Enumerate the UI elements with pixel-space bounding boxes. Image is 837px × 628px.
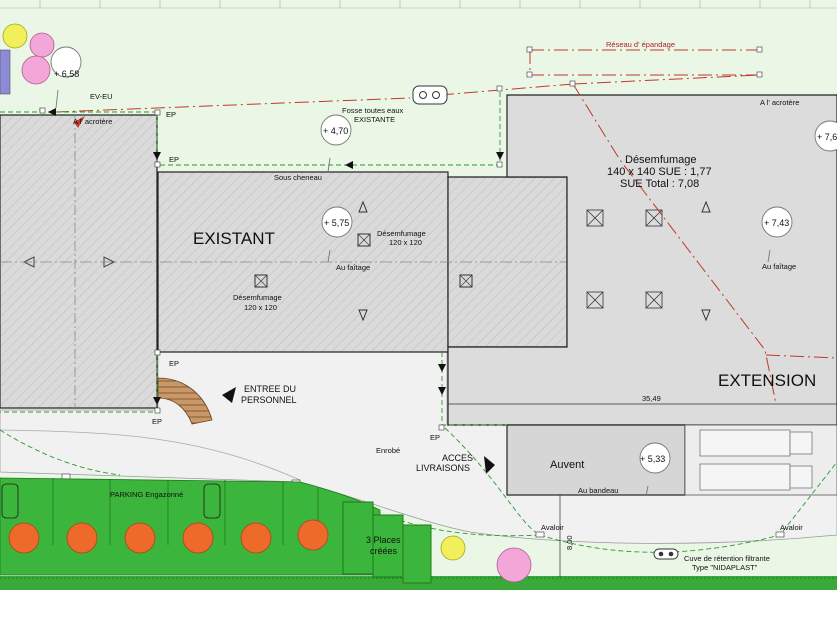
top-border-grid xyxy=(0,0,837,9)
ep-label: EP xyxy=(169,155,179,164)
smoke-vent-label: Désemfumage xyxy=(377,229,426,238)
awning-edge-label: Au bandeau xyxy=(578,486,618,495)
acrotere-label: A l' acrotère xyxy=(760,98,799,107)
trees xyxy=(8,519,329,554)
retention-tank-icon xyxy=(653,548,679,560)
smoke-vent-icon xyxy=(357,233,371,247)
awning-label: Auvent xyxy=(550,459,584,471)
shrubs xyxy=(2,23,532,583)
extension-smoke-vents xyxy=(586,209,663,309)
entrance-label: ENTREE DU xyxy=(244,384,296,394)
ep-label: EP xyxy=(166,110,176,119)
delivery-label: LIVRAISONS xyxy=(416,463,470,473)
spreading-network xyxy=(39,49,837,405)
tank-label: Cuve de rétention filtrante xyxy=(684,554,770,563)
elevation-label: + 5,75 xyxy=(324,218,349,228)
slope-arrow-up-icon xyxy=(701,200,711,213)
slope-arrow-down-icon xyxy=(358,309,368,322)
smoke-vent-icon xyxy=(254,274,268,288)
delivery-arrow-icon xyxy=(484,456,495,474)
elevation-label: + 7,43 xyxy=(764,218,789,228)
entrance-label: PERSONNEL xyxy=(241,395,297,405)
smoke-vent-label: Désemfumage xyxy=(233,293,282,302)
elevation-label: + 7,6 xyxy=(817,132,837,142)
truck-icon xyxy=(699,429,813,491)
smoke-vent-label: SUE Total : 7,08 xyxy=(620,178,699,190)
ep-label: EP xyxy=(430,433,440,442)
smoke-vent-label: 120 x 120 xyxy=(389,238,422,247)
septic-label: Fosse toutes eaux xyxy=(342,106,404,115)
new-places-label: créées xyxy=(370,546,398,556)
slope-arrow-down-icon xyxy=(701,309,711,322)
ep-label: EP xyxy=(152,417,162,426)
ridge-label: Au faîtage xyxy=(336,263,370,272)
paving-label: Enrobé xyxy=(376,446,400,455)
delivery-label: ACCES xyxy=(442,453,473,463)
extension-label: EXTENSION xyxy=(718,371,816,390)
brick-path xyxy=(157,377,213,425)
road-edge xyxy=(0,429,301,481)
dimension-label: 8,00 xyxy=(565,535,574,550)
tank-label: Type "NIDAPLAST" xyxy=(692,563,758,572)
slope-arrow-up-icon xyxy=(358,200,368,213)
new-places-label: 3 Places xyxy=(366,535,401,545)
smoke-vent-label: Désemfumage xyxy=(625,154,697,166)
septic-label: EXISTANTE xyxy=(354,115,395,124)
smoke-vent-label: 140 x 140 SUE : 1,77 xyxy=(607,166,712,178)
gutter-label: Sous cheneau xyxy=(274,173,322,182)
drain-label: Avaloir xyxy=(780,523,803,532)
smoke-vent-label: 120 x 120 xyxy=(244,303,277,312)
existing-label: EXISTANT xyxy=(193,229,275,248)
ep-nodes xyxy=(39,85,785,538)
elevation-label: + 4,70 xyxy=(323,126,348,136)
ep-label: EP xyxy=(169,359,179,368)
elevation-label: + 6,58 xyxy=(54,69,79,79)
network-arrow-icon xyxy=(74,116,85,128)
parking-label: PARKING Engazonné xyxy=(110,490,183,499)
acrotere-label: A l' acrotère xyxy=(73,117,112,126)
arrow-left-icon xyxy=(22,256,35,268)
blue-element xyxy=(0,49,11,95)
car-icon xyxy=(1,483,19,519)
elevation-markers xyxy=(50,46,837,497)
spreading-network-label: Réseau d' épandage xyxy=(606,40,675,49)
ridge-label: Au faîtage xyxy=(762,262,796,271)
elevation-label: + 5,33 xyxy=(640,454,665,464)
dimension-label: 35,49 xyxy=(642,394,661,403)
building-extension xyxy=(447,94,837,426)
car-icon xyxy=(203,483,221,519)
flow-arrows xyxy=(48,108,504,405)
drain-label: Avaloir xyxy=(541,523,564,532)
septic-tank-icon xyxy=(412,85,448,105)
entrance-arrow-icon xyxy=(222,387,236,403)
ev-eu-label: EV-EU xyxy=(90,92,113,101)
smoke-vent-icon xyxy=(459,274,473,288)
building-west xyxy=(0,114,158,409)
